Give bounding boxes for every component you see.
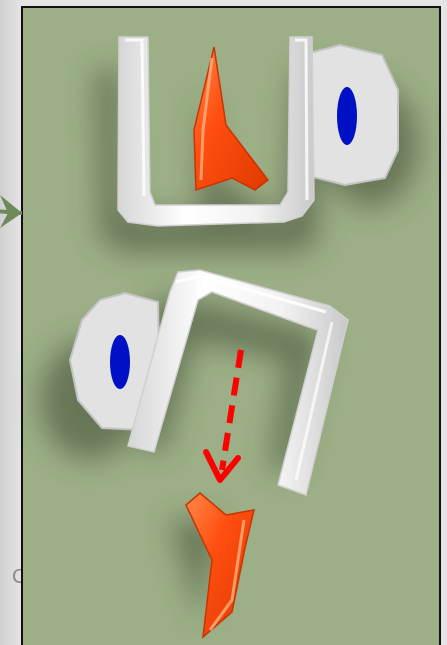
top-eye-hole <box>337 87 357 145</box>
bottom-eye-hole <box>110 335 130 389</box>
side-arrow-icon <box>0 195 22 228</box>
